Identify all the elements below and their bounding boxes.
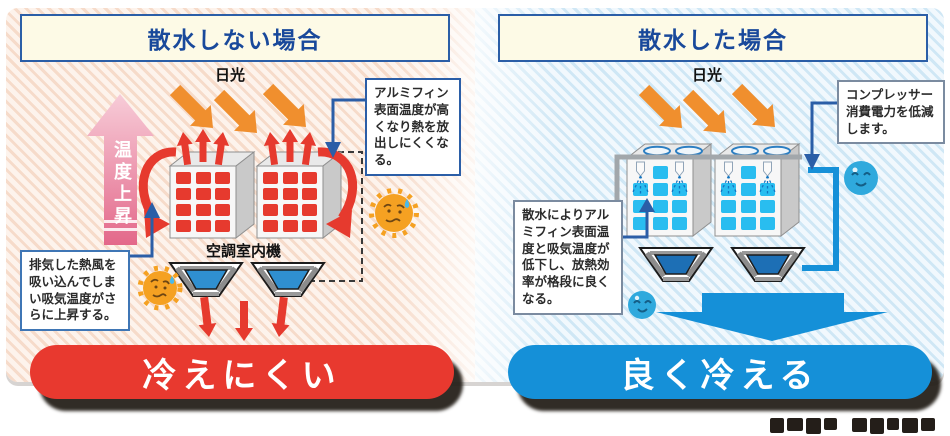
indoor-unit-label: 空調室内機 bbox=[206, 243, 282, 260]
panel-title-no-spray: 散水しない場合 bbox=[20, 14, 450, 62]
sunlight-label-right: 日光 bbox=[692, 67, 723, 84]
spray-effect-note: 散水によりアルミフィン表面温度と吸気温度が低下し、放熱効率が格段に良くなる。 bbox=[513, 200, 623, 315]
exhaust-intake-note: 排気した熱風を吸い込んでしまい吸気温度がさらに上昇する。 bbox=[20, 250, 130, 331]
compressor-power-note: コンプレッサー消費電力を低減します。 bbox=[837, 80, 945, 145]
cropped-caption bbox=[770, 418, 948, 436]
panel-title-with-spray: 散水した場合 bbox=[498, 14, 928, 62]
temperature-rise-label: 温度上昇 bbox=[112, 140, 132, 228]
fin-temperature-note: アルミフィン表面温度が高くなり熱を放出しにくくなる。 bbox=[365, 78, 461, 176]
result-banner-hard-to-cool: 冷えにくい bbox=[30, 345, 454, 399]
result-banner-cools-well: 良く冷える bbox=[508, 345, 932, 399]
sunlight-label-left: 日光 bbox=[215, 67, 246, 84]
